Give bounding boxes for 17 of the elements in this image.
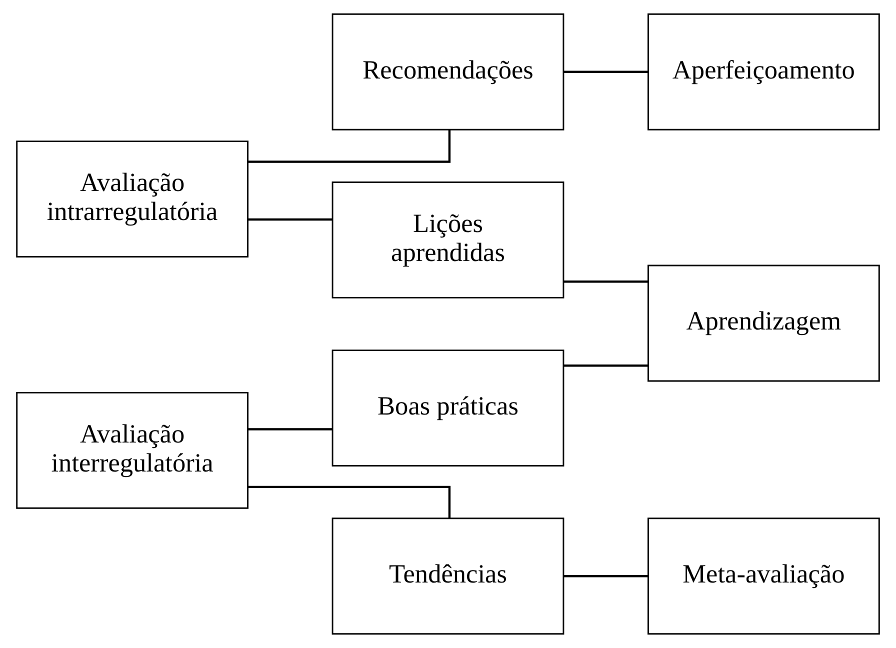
node-box: Aperfeiçoamento — [648, 13, 880, 130]
connector — [248, 218, 332, 221]
connector — [248, 428, 332, 430]
connector — [248, 486, 451, 518]
node-box: Meta-avaliação — [648, 518, 880, 635]
connector — [564, 364, 648, 367]
node-box: Tendências — [332, 518, 564, 635]
node-box: Lições aprendidas — [332, 182, 564, 298]
connector — [564, 70, 648, 73]
connector — [564, 280, 648, 283]
node-box: Avaliação intrarregulatória — [16, 140, 248, 258]
node-box: Boas práticas — [332, 350, 564, 466]
node-box: Recomendações — [332, 13, 564, 130]
node-box: Avaliação interregulatória — [16, 392, 248, 509]
connector — [564, 575, 648, 578]
node-box: Aprendizagem — [648, 264, 880, 382]
connector — [248, 130, 451, 163]
